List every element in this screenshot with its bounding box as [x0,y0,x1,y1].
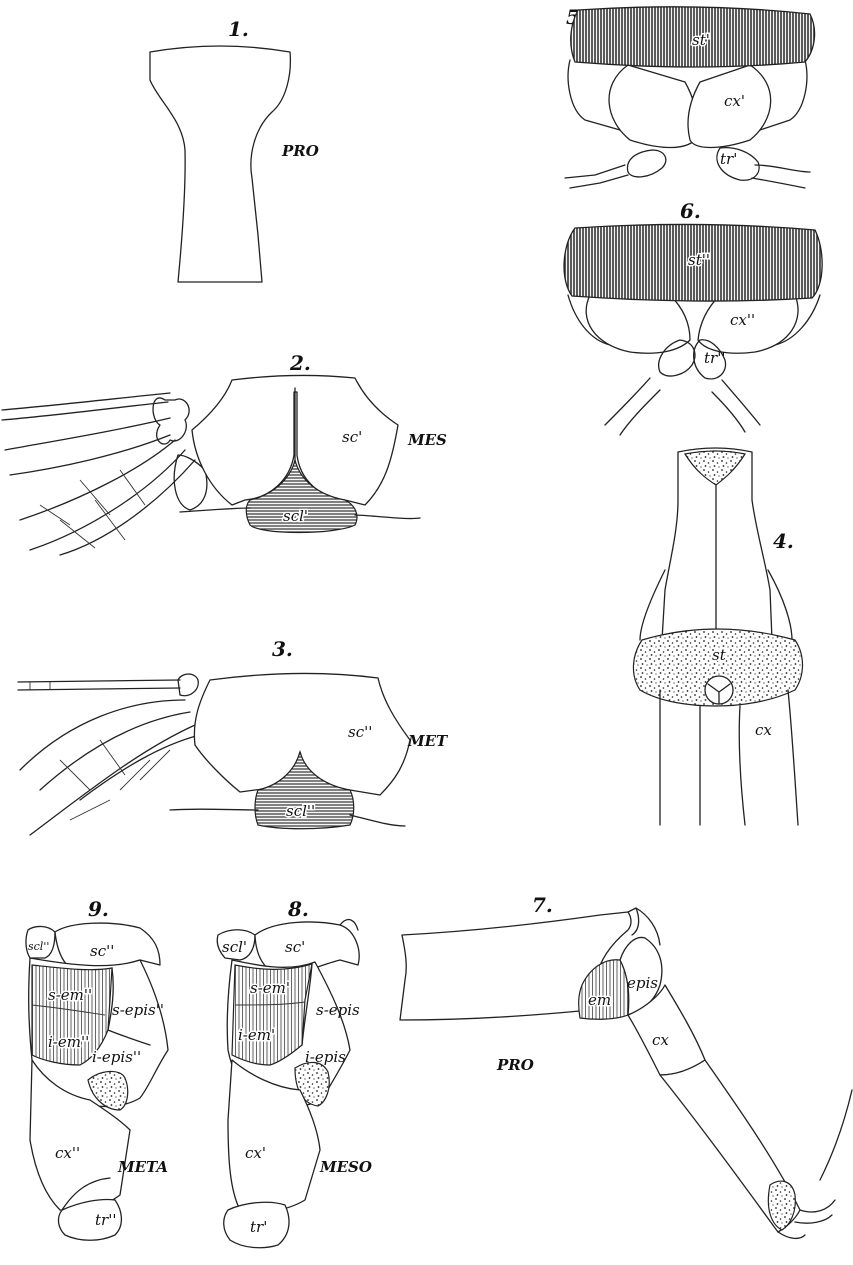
figure-8: 8. scl' sc' s-em' s-epis i-em' i-epis cx… [217,897,372,1248]
coxa-left [609,65,697,148]
label-trochanter-5: tr' [720,150,737,168]
label-8-s-em: s-em' [250,979,290,997]
figure-4: 4. st cx [633,448,802,825]
label-9-s-epis: s-epis'' [112,1001,164,1019]
figure-2: 2. sc' scl' MES [2,351,447,555]
figure-2-number: 2. [289,351,311,375]
label-trochanter-6: tr'' [704,349,725,367]
label-metascutum: sc'' [348,723,372,741]
label-coxa-5: cx' [724,92,745,110]
label-sternum-4: st [712,646,727,664]
label-8-i-em: i-em' [238,1026,275,1044]
figure-6: 6. st'' cx'' tr'' [564,199,822,435]
label-9-cx: cx'' [55,1144,80,1162]
figure-5: 5. st' cx' tr' [565,5,815,188]
label-7-epis: epis [627,974,658,992]
label-9-i-epis: i-epis'' [92,1048,141,1066]
label-sternum-6: st'' [688,251,710,269]
coxa-6-left [586,295,690,353]
label-sternum-5: st' [692,31,710,49]
label-coxa-4: cx [755,721,772,739]
figure-6-number: 6. [680,199,701,223]
label-coxa-6: cx'' [730,311,755,329]
label-8-i-epis: i-epis [305,1048,346,1066]
label-8-sc: sc' [285,938,305,956]
region-label-meso: MESO [319,1158,372,1176]
pronotum-outline [150,46,290,282]
label-metascutellum: scl'' [286,802,315,820]
label-7-cx: cx [652,1031,669,1049]
figure-4-number: 4. [773,529,794,553]
figure-3-number: 3. [272,637,293,661]
label-9-scl: scl'' [28,940,49,953]
label-scutellum: scl' [283,507,308,525]
label-9-tr: tr'' [95,1211,116,1229]
figure-7-number: 7. [532,893,553,917]
metathoracic-wing [18,674,200,835]
region-label-meta: META [117,1158,168,1176]
region-label-met: MET [407,732,449,750]
label-8-s-epis: s-epis [316,1001,360,1019]
label-7-em: em [588,991,611,1009]
figure-1-number: 1. [228,17,249,41]
label-8-cx: cx' [245,1144,266,1162]
figure-1: 1. PRO [150,17,319,282]
region-label-pro-7: PRO [496,1056,534,1074]
figure-7: 7. em epis cx PRO [400,893,852,1238]
label-8-scl: scl' [222,938,247,956]
figure-9: 9. scl'' sc'' s-em'' s-epis'' i-em'' i-e… [26,897,168,1240]
label-8-tr: tr' [250,1218,267,1236]
label-9-s-em: s-em'' [48,986,92,1004]
figure-3: 3. sc'' scl'' MET [18,637,449,835]
figure-9-number: 9. [88,897,109,921]
label-9-i-em: i-em'' [48,1033,89,1051]
label-9-sc: sc'' [90,942,114,960]
region-label-mes: MES [407,431,447,449]
label-scutum: sc' [342,428,362,446]
figure-8-number: 8. [287,897,309,921]
region-label-pro: PRO [281,142,319,160]
mesothoracic-wing [2,393,207,555]
